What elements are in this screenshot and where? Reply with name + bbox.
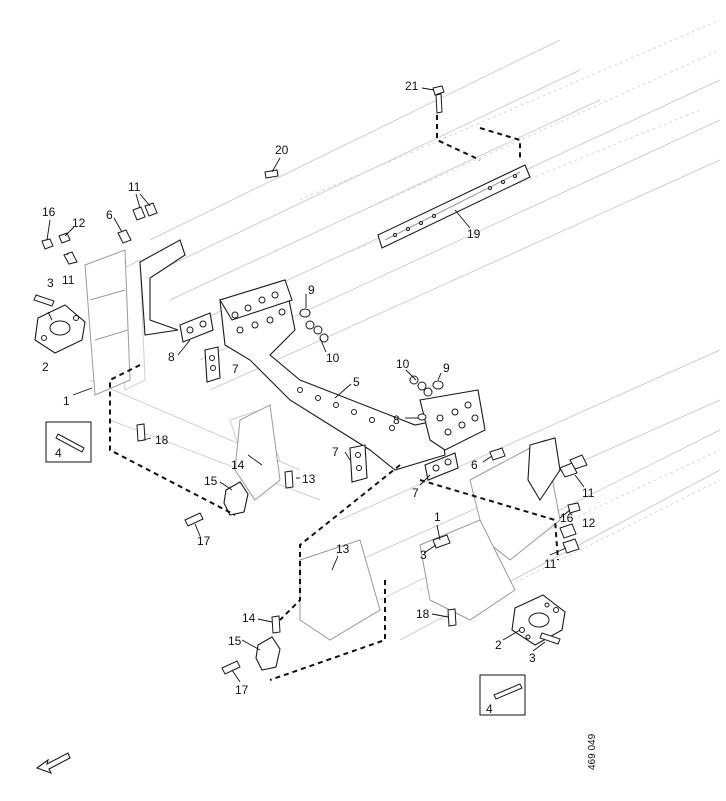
callout-9b: 9 [443,361,450,375]
callout-2a: 2 [42,360,49,374]
callout-17a: 17 [197,534,211,548]
callout-6b: 6 [471,458,478,472]
callout-9a: 9 [308,283,315,297]
callout-12b: 12 [582,516,596,530]
callout-1b: 1 [434,510,441,524]
callout-2b: 2 [495,638,502,652]
plate-2-right [511,594,566,646]
callout-19: 19 [467,227,481,241]
assembly-dashed-lines [109,115,559,681]
callout-10b: 10 [396,357,410,371]
stud-3-right [539,632,561,645]
callout-6a: 6 [106,208,113,222]
callout-3a: 3 [47,276,54,290]
callout-10a: 10 [326,351,340,365]
callout-11b: 11 [62,273,75,287]
callout-8a: 8 [168,350,175,364]
rail-holes [393,174,517,237]
callout-16b: 16 [560,511,574,525]
lower-right-structure [221,519,516,675]
item-4-box-left [45,421,92,463]
callout-11d: 11 [544,557,557,571]
front-arrow-icon [35,752,71,774]
callout-3b: 3 [420,548,427,562]
callout-13b: 13 [336,542,350,556]
callout-14b: 14 [242,611,256,625]
callout-16a: 16 [42,205,56,219]
bracket-left-upper [84,249,131,396]
callout-7b: 7 [332,445,339,459]
crossmember-holes [231,291,479,436]
callout-4a: 4 [55,446,62,460]
callout-21: 21 [405,79,419,93]
callout-5: 5 [353,375,360,389]
callout-15b: 15 [228,634,242,648]
callout-8b: 8 [393,413,400,427]
callout-11c: 11 [582,486,595,500]
bracket-right [469,437,588,561]
callout-11a: 11 [128,180,141,194]
lower-left-parts [136,404,294,527]
callout-1a: 1 [63,394,70,408]
callout-7c: 7 [412,486,419,500]
spacers-left [179,312,221,383]
callout-20: 20 [275,143,289,157]
washers-left [299,308,329,343]
callout-labels: 21 20 19 11 16 12 6 11 3 2 1 4 9 10 8 7 … [42,79,596,716]
callout-13a: 13 [302,472,316,486]
leader-lines [46,87,585,683]
bolts-upper-left [41,202,158,265]
callout-18a: 18 [155,433,169,447]
crossmember-5 [219,279,486,471]
item-4-box-right [479,674,526,716]
callout-18b: 18 [416,607,430,621]
plate-2-left [34,304,86,354]
pin-20 [264,169,279,179]
washers-right [409,375,444,421]
bracket-panel-left [139,239,186,336]
figure-reference: 469 049 [587,733,598,770]
callout-14a: 14 [231,458,245,472]
callout-4b: 4 [486,702,493,716]
support-rail-19 [377,164,531,249]
callout-3c: 3 [529,651,536,665]
spacers-right [349,444,459,483]
callout-17b: 17 [235,683,249,697]
callout-7a: 7 [232,362,239,376]
stud-3-left [33,294,55,307]
callout-12a: 12 [72,216,86,230]
bolt-21 [432,85,445,114]
callout-15a: 15 [204,474,218,488]
